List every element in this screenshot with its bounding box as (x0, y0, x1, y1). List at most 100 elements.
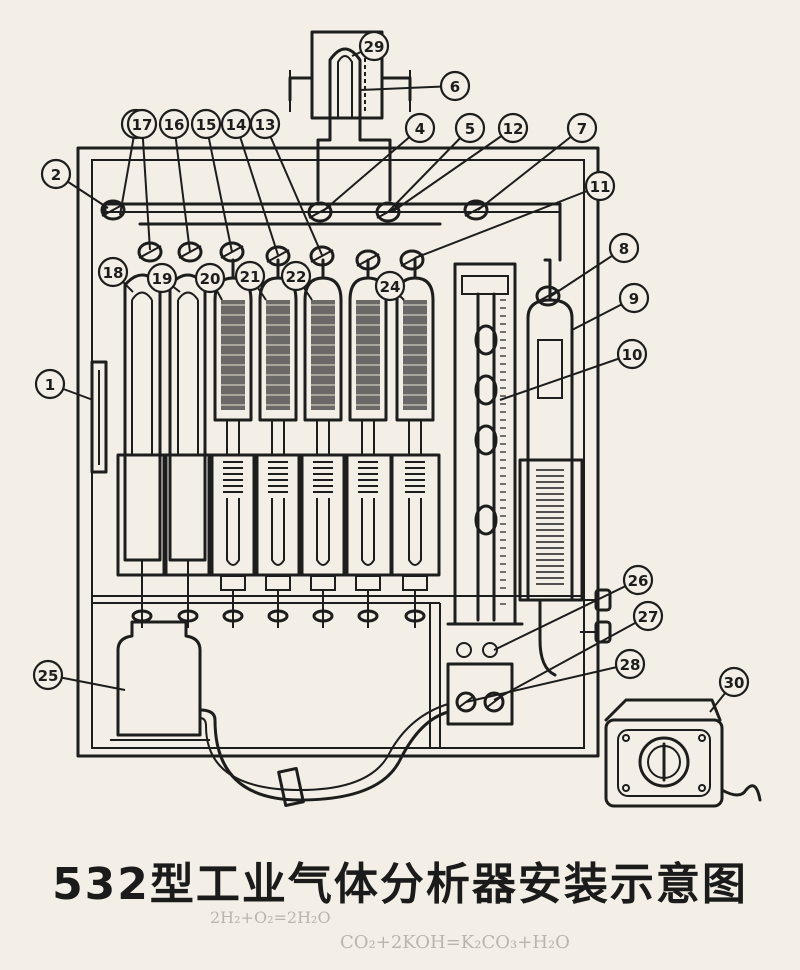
callout-5: 5 (454, 112, 486, 144)
leader-line-c15 (205, 123, 233, 253)
bleed-through-equation-2: 2H₂+O₂=2H₂O (210, 908, 331, 927)
callout-10: 10 (616, 338, 648, 370)
callout-4: 4 (404, 112, 436, 144)
callout-number: 9 (629, 290, 639, 308)
callout-number: 19 (152, 270, 173, 288)
callout-number: 10 (622, 346, 643, 364)
leader-line-c12 (391, 127, 514, 213)
callout-25: 25 (32, 659, 64, 691)
callout-number: 24 (380, 278, 401, 296)
callout-number: 11 (590, 178, 611, 196)
absorption-pipette (389, 258, 441, 628)
callout-number: 13 (255, 116, 276, 134)
reservoir-jar (162, 453, 214, 577)
callout-number: 18 (103, 264, 124, 282)
callout-number: 20 (200, 270, 221, 288)
callout-14: 14 (220, 108, 252, 140)
callout-number: 25 (38, 667, 59, 685)
callout-number: 28 (620, 656, 641, 674)
callout-number: 29 (364, 38, 385, 56)
stopcock-valve (100, 199, 126, 221)
callout-28: 28 (614, 648, 646, 680)
callout-number: 6 (450, 78, 460, 96)
callout-number: 17 (132, 116, 153, 134)
burette-column (446, 262, 524, 626)
callout-11: 11 (584, 170, 616, 202)
leveling-bottle (110, 620, 450, 807)
callout-22: 22 (280, 260, 312, 292)
callout-30: 30 (718, 666, 750, 698)
callout-6: 6 (439, 70, 471, 102)
callout-29: 29 (358, 30, 390, 62)
callout-number: 4 (415, 120, 425, 138)
leader-line-c17 (141, 123, 151, 251)
callout-number: 2 (51, 166, 61, 184)
leader-line-c13 (264, 123, 323, 256)
pipette-group (116, 258, 441, 628)
callout-24: 24 (374, 270, 406, 302)
callout-7: 7 (566, 112, 598, 144)
callout-number: 8 (619, 240, 629, 258)
stopcock-valve (399, 249, 425, 271)
figure-caption: 532型工业气体分析器安装示意图 (52, 859, 748, 910)
combustion-assembly (518, 258, 584, 677)
callout-1: 1 (34, 368, 66, 400)
bottom-manifold (446, 642, 514, 726)
callout-number: 26 (628, 572, 649, 590)
burette-bulb (474, 504, 498, 536)
callout-number: 1 (45, 376, 55, 394)
burette-bulb (474, 374, 498, 406)
callout-number: 16 (164, 116, 185, 134)
flowmeter-box (288, 30, 412, 202)
leader-line-c10 (499, 353, 633, 401)
callout-9: 9 (618, 282, 650, 314)
absorption-pipette (207, 258, 259, 628)
callout-number: 22 (286, 268, 307, 286)
leader-line-c26 (493, 579, 639, 651)
leader-line-c28 (465, 663, 631, 703)
callout-16: 16 (158, 108, 190, 140)
leader-line-c3 (119, 123, 137, 216)
burette-bulb (474, 324, 498, 356)
leader-line-c7 (477, 127, 583, 211)
callout-21: 21 (234, 260, 266, 292)
callout-8: 8 (608, 232, 640, 264)
callout-19: 19 (146, 262, 178, 294)
callout-27: 27 (632, 600, 664, 632)
leader-line-c14 (235, 123, 279, 256)
leader-line-c6 (359, 85, 456, 91)
callout-12: 12 (497, 112, 529, 144)
callout-number: 5 (465, 120, 475, 138)
leader-line-c11 (414, 185, 601, 259)
burette-bulb (474, 424, 498, 456)
left-level-gauge (90, 360, 108, 474)
callout-13: 13 (249, 108, 281, 140)
callout-number: 14 (226, 116, 247, 134)
absorption-pipette (252, 258, 304, 628)
leader-line-c16 (173, 123, 191, 253)
control-box (604, 698, 762, 808)
leader-line-c4 (321, 127, 421, 213)
callout-group: 1234567891011121314151617181920212224252… (32, 30, 750, 698)
cabinet-frame (76, 146, 600, 758)
callout-17: 17 (126, 108, 158, 140)
callout-number: 15 (196, 116, 217, 134)
leader-line-c27 (493, 615, 649, 701)
callout-number: 7 (577, 120, 587, 138)
bleed-through-equation-1: CO₂+2KOH=K₂CO₃+H₂O (340, 932, 570, 953)
drain-tap (131, 560, 153, 628)
callout-number: 21 (240, 268, 261, 286)
callout-number: 12 (503, 120, 524, 138)
callout-number: 27 (638, 608, 659, 626)
callout-number: 30 (724, 674, 745, 692)
callout-18: 18 (97, 256, 129, 288)
reservoir-jar (116, 453, 168, 577)
absorption-pipette (342, 258, 394, 628)
drain-tap (177, 560, 199, 628)
callout-20: 20 (194, 262, 226, 294)
callout-15: 15 (190, 108, 222, 140)
leader-line-c5 (387, 127, 471, 213)
callout-26: 26 (622, 564, 654, 596)
